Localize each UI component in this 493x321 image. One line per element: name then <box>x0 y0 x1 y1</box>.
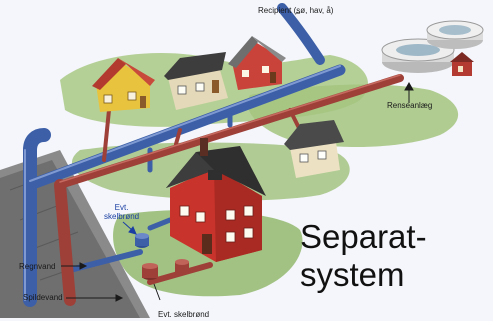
boundary-well-top-line2: skelbrønd <box>104 212 139 221</box>
caption-line-1: Separat- <box>300 218 427 256</box>
boundary-well-top-line1: Evt. <box>104 203 139 212</box>
system-caption: Separat- system <box>300 218 427 294</box>
wastewater-label: Spildevand <box>23 293 63 302</box>
treatment-plant-label: Renseanlæg <box>387 101 432 110</box>
caption-line-2: system <box>300 256 427 294</box>
recipient-label: Recipient (sø, hav, å) <box>258 6 333 15</box>
boundary-well-bottom-label: Evt. skelbrønd <box>158 310 209 319</box>
boundary-well-top-label: Evt. skelbrønd <box>104 203 139 221</box>
rainwater-label: Regnvand <box>19 262 55 271</box>
